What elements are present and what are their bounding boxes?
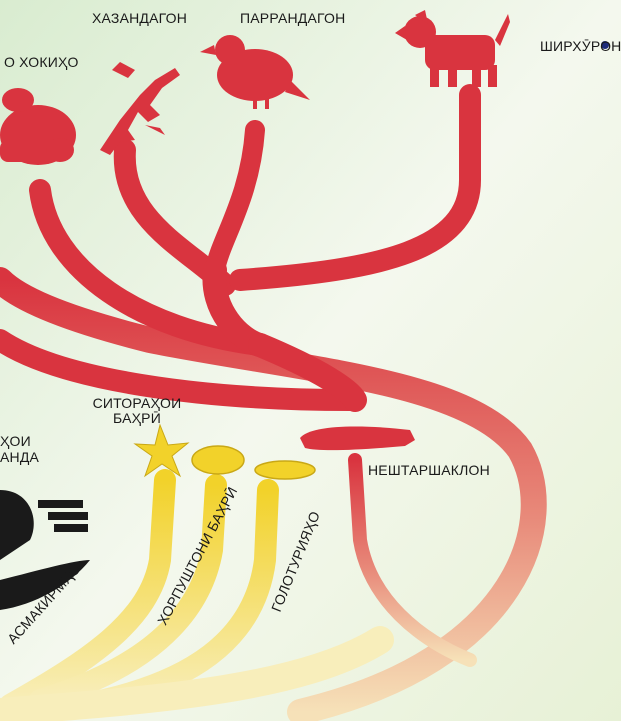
label-birds: ПАРРАНДАГОН — [240, 10, 346, 26]
label-amphibians: О ХОКИҲО — [4, 54, 79, 70]
label-starfish: СИТОРАҲОИ БАҲРӢ — [92, 395, 182, 426]
label-reptiles: ХАЗАНДАГОН — [92, 10, 188, 26]
dog-silhouette — [395, 10, 510, 87]
chordate-branches — [0, 84, 547, 721]
label-mammals: ШИРХӮРОН — [540, 38, 621, 54]
fish-silhouette — [0, 490, 90, 610]
label-lancelet: НЕШТАРШАКЛОН — [368, 462, 490, 478]
echinoderm-branches — [0, 469, 394, 721]
lizard-silhouette — [100, 62, 180, 155]
starfish-silhouette — [133, 423, 190, 478]
marker-dot — [601, 41, 609, 49]
frog-silhouette — [0, 88, 76, 165]
label-left-fragment: ҲОИ АНДА — [0, 433, 40, 465]
sea-urchin-silhouette — [191, 445, 245, 475]
lancelet-silhouette — [300, 426, 415, 451]
holothurian-silhouette — [254, 460, 316, 480]
bird-silhouette — [200, 35, 310, 109]
